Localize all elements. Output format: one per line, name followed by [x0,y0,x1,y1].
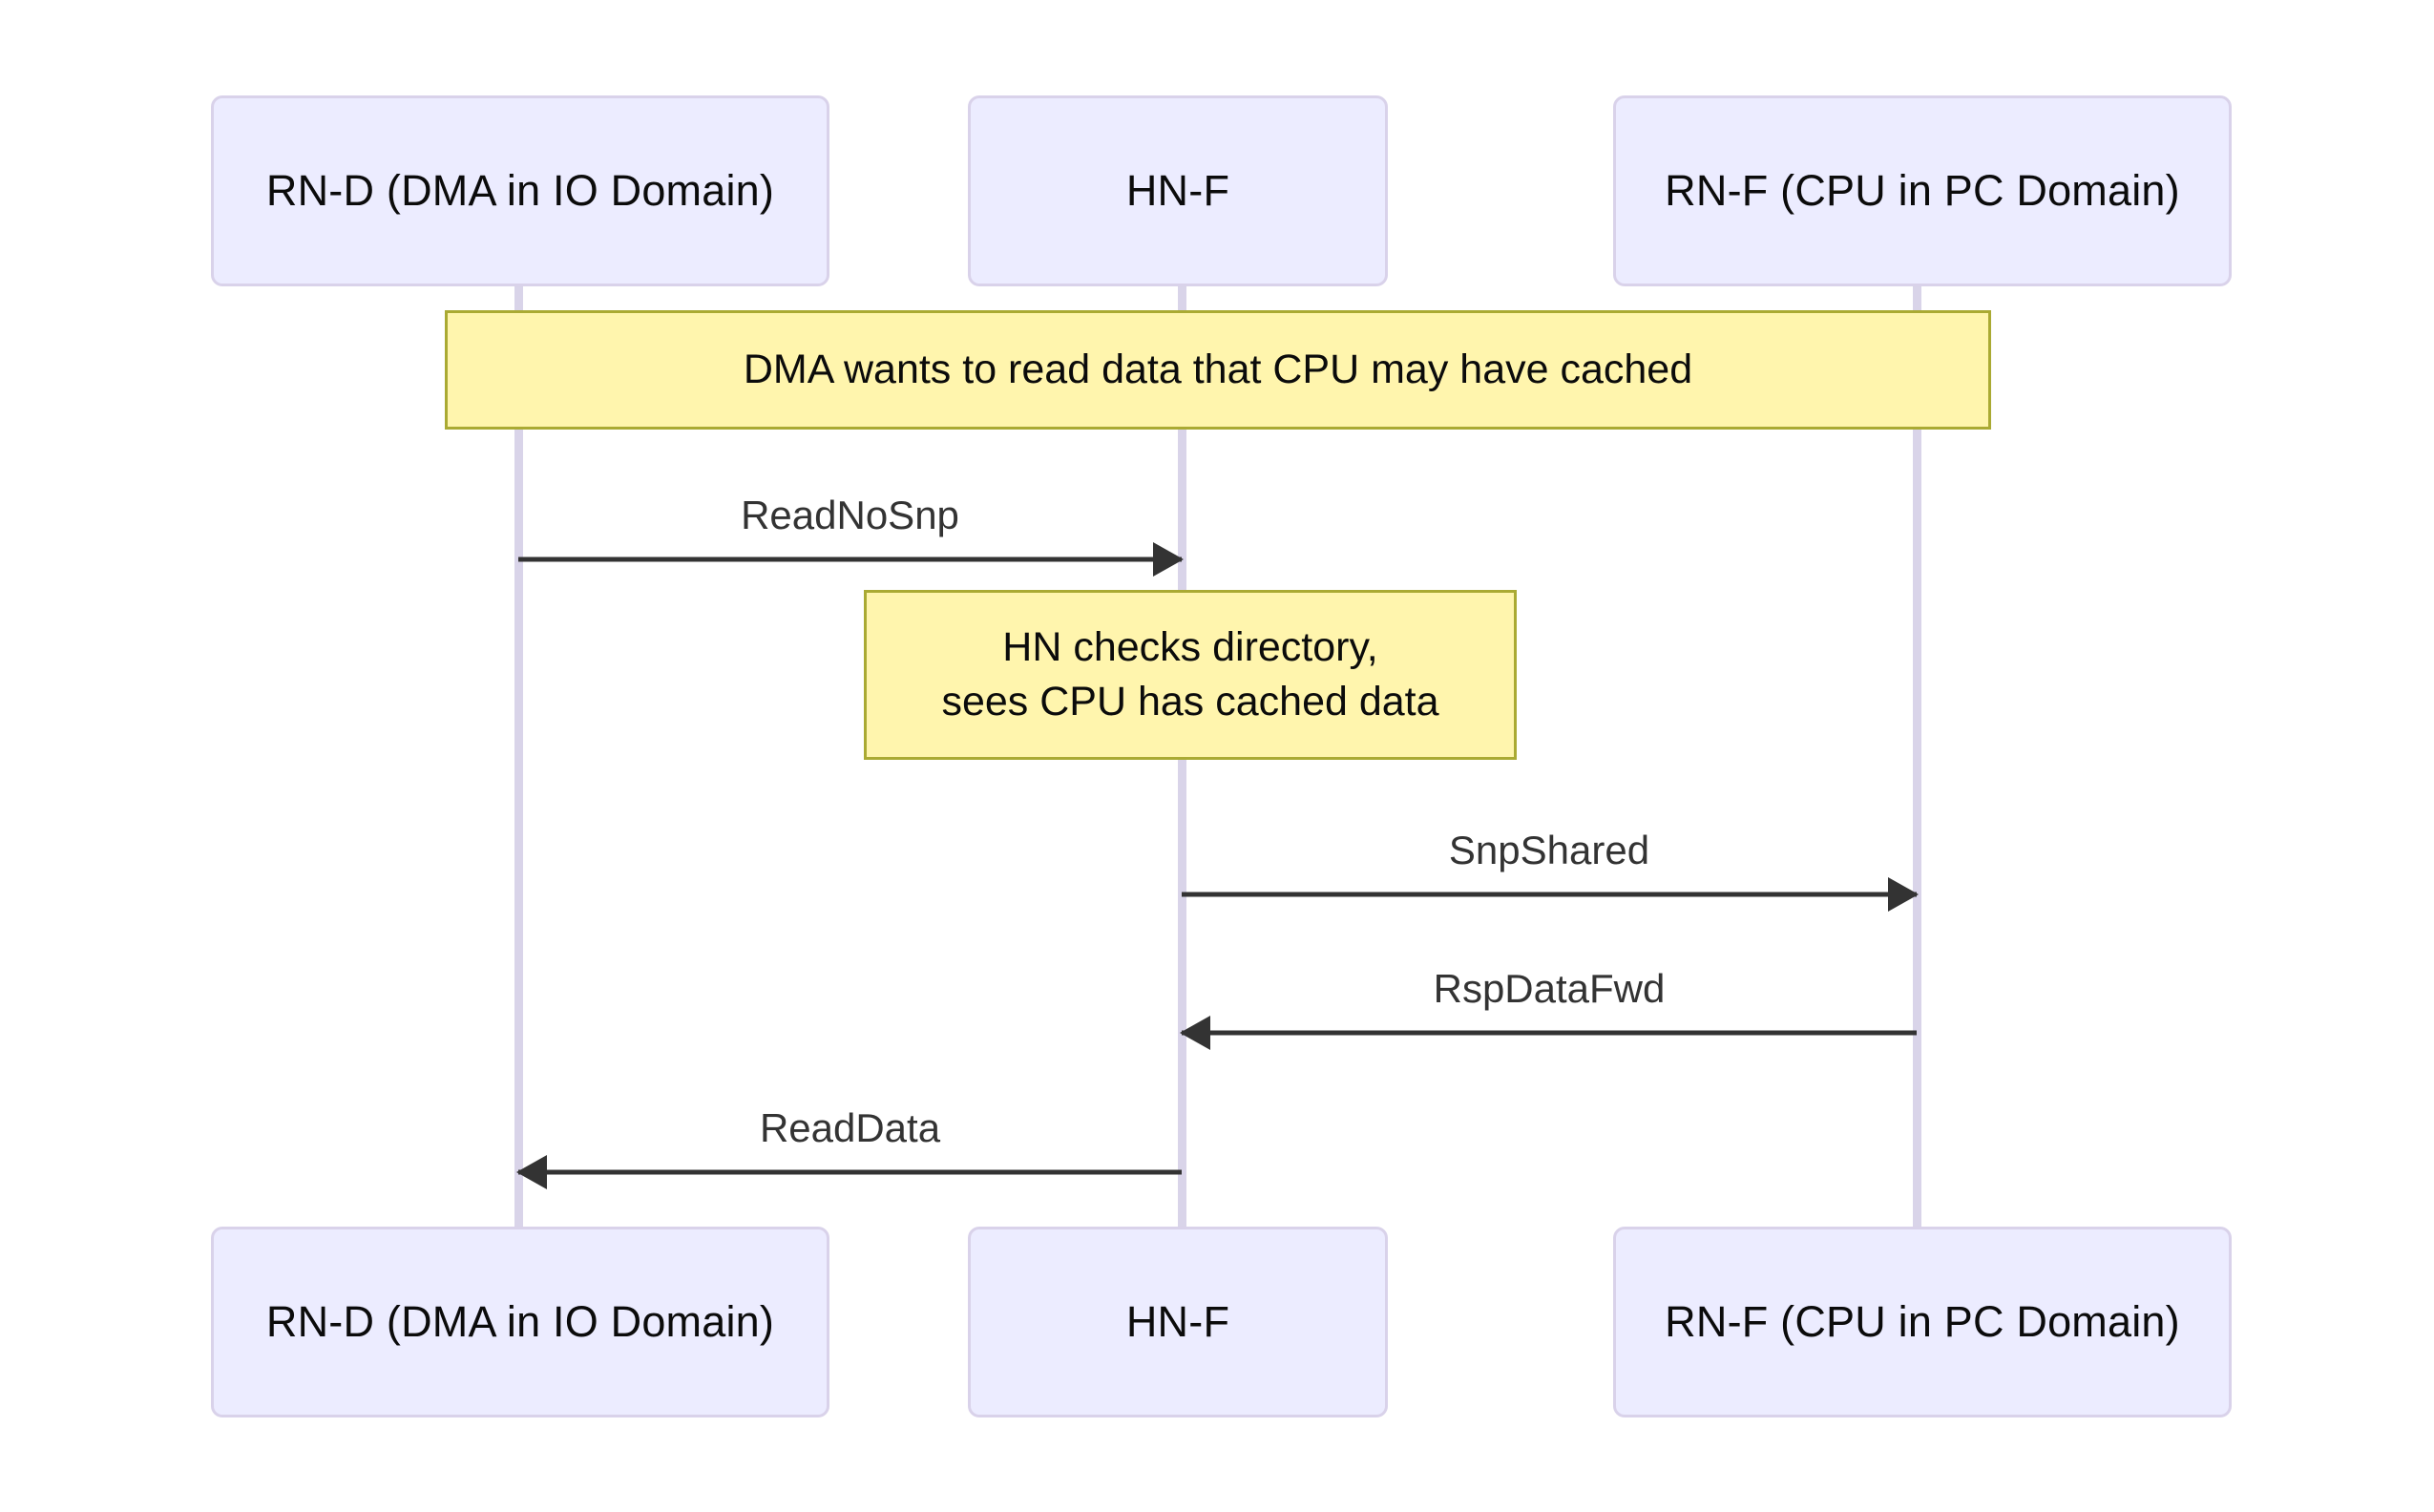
participant-label-hnf-bottom: HN-F [1125,1297,1230,1346]
participant-box-rnd-top[interactable]: RN-D (DMA in IO Domain) [211,95,829,286]
note-hn-directory-check: HN checks directory, sees CPU has cached… [864,590,1517,760]
participant-label-rnd-bottom: RN-D (DMA in IO Domain) [265,1297,775,1346]
message-snpshared-label: SnpShared [1448,828,1650,872]
participant-label-hnf-top: HN-F [1125,166,1230,215]
lifeline-rnf [1913,286,1921,1227]
participant-box-rnd-bottom[interactable]: RN-D (DMA in IO Domain) [211,1227,829,1418]
lifeline-rnd [514,286,523,1227]
participant-box-hnf-top[interactable]: HN-F [968,95,1388,286]
arrowhead-left-icon [516,1155,547,1189]
message-rspdatafwd-line [1182,1030,1917,1036]
message-readnosnp-label: ReadNoSnp [741,493,959,537]
message-readdata-label: ReadData [759,1105,941,1150]
note-hn-directory-check-text: HN checks directory, sees CPU has cached… [941,624,1439,724]
participant-label-rnf-bottom: RN-F (CPU in PC Domain) [1665,1297,2180,1346]
participant-box-rnf-top[interactable]: RN-F (CPU in PC Domain) [1613,95,2232,286]
participant-box-rnf-bottom[interactable]: RN-F (CPU in PC Domain) [1613,1227,2232,1418]
message-rspdatafwd-label: RspDataFwd [1433,966,1666,1011]
message-readdata-line [518,1169,1182,1175]
message-readnosnp-line [518,556,1182,562]
note-dma-read-intent-text: DMA wants to read data that CPU may have… [743,346,1693,393]
message-snpshared-line [1182,892,1917,897]
arrowhead-right-icon [1153,542,1184,577]
participant-label-rnf-top: RN-F (CPU in PC Domain) [1665,166,2180,215]
arrowhead-right-icon [1888,877,1919,912]
participant-box-hnf-bottom[interactable]: HN-F [968,1227,1388,1418]
arrowhead-left-icon [1180,1016,1210,1050]
note-dma-read-intent: DMA wants to read data that CPU may have… [445,310,1991,430]
participant-label-rnd-top: RN-D (DMA in IO Domain) [265,166,775,215]
